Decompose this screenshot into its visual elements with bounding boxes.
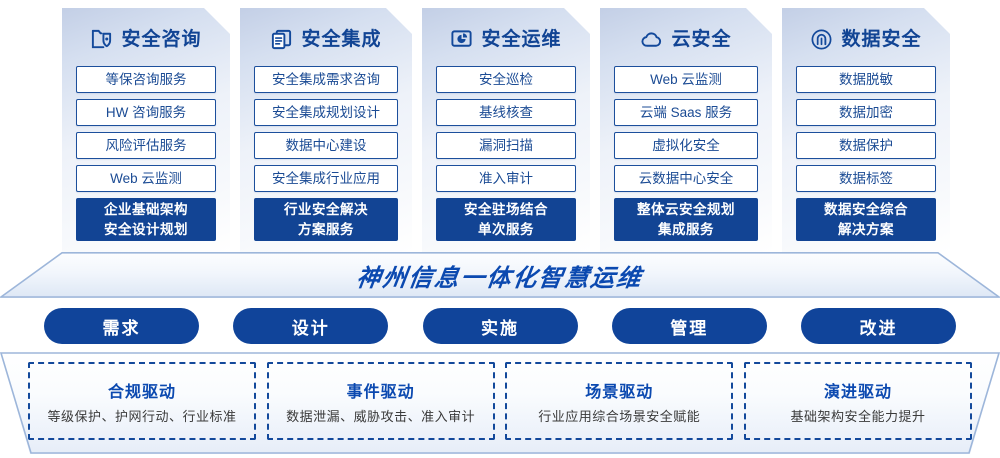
pillar-item[interactable]: 安全集成需求咨询	[254, 66, 398, 93]
pillar-columns: 安全咨询 等保咨询服务 HW 咨询服务 风险评估服务 Web 云监测 企业基础架…	[0, 0, 1000, 252]
pillar-item[interactable]: 数据标签	[796, 165, 936, 192]
summary-line: 安全设计规划	[104, 221, 188, 237]
pillar-item[interactable]: 等保咨询服务	[76, 66, 216, 93]
driver-description: 行业应用综合场景安全赋能	[538, 408, 701, 424]
lifecycle-pill-management[interactable]: 管理	[611, 308, 767, 344]
pillar-header-4: 云安全	[614, 22, 758, 56]
pillar-item[interactable]: 安全集成规划设计	[254, 99, 398, 126]
pillar-item[interactable]: 漏洞扫描	[436, 132, 576, 159]
driver-card-evolution[interactable]: 演进驱动 基础架构安全能力提升	[743, 362, 972, 440]
pillar-item[interactable]: 数据保护	[796, 132, 936, 159]
pillar-column-2[interactable]: 安全集成 安全集成需求咨询 安全集成规划设计 数据中心建设 安全集成行业应用 行…	[240, 8, 412, 252]
pillar-item[interactable]: 数据中心建设	[254, 132, 398, 159]
pillar-column-4[interactable]: 云安全 Web 云监测 云端 Saas 服务 虚拟化安全 云数据中心安全 整体云…	[600, 8, 772, 252]
summary-line: 安全驻场结合	[464, 201, 548, 217]
pillar-header-2: 安全集成	[254, 22, 398, 56]
drivers-section: 合规驱动 等级保护、护网行动、行业标准 事件驱动 数据泄漏、威胁攻击、准入审计 …	[0, 352, 1000, 454]
pillar-header-3: 安全运维	[436, 22, 576, 56]
summary-line: 方案服务	[298, 221, 354, 237]
lifecycle-pill-improvement[interactable]: 改进	[801, 308, 956, 344]
summary-line: 单次服务	[478, 221, 534, 237]
summary-line: 整体云安全规划	[637, 201, 735, 217]
monitor-chart-icon	[450, 28, 473, 51]
pillar-item-list-2: 安全集成需求咨询 安全集成规划设计 数据中心建设 安全集成行业应用	[254, 66, 398, 192]
pillar-item[interactable]: 风险评估服务	[76, 132, 216, 159]
pillar-column-5[interactable]: 数据安全 数据脱敏 数据加密 数据保护 数据标签 数据安全综合 解决方案	[782, 8, 950, 252]
lifecycle-stage-row: 需求 设计 实施 管理 改进	[0, 308, 1000, 350]
summary-line: 数据安全综合	[824, 201, 908, 217]
pillar-item[interactable]: 云数据中心安全	[614, 165, 758, 192]
pillar-item-list-4: Web 云监测 云端 Saas 服务 虚拟化安全 云数据中心安全	[614, 66, 758, 192]
platform-banner: 神州信息一体化智慧运维	[0, 252, 1000, 298]
pillar-title-4: 云安全	[671, 28, 732, 50]
pillar-item[interactable]: HW 咨询服务	[76, 99, 216, 126]
driver-card-scenario[interactable]: 场景驱动 行业应用综合场景安全赋能	[505, 362, 734, 440]
folder-shield-icon	[90, 28, 113, 51]
summary-line: 解决方案	[838, 221, 894, 237]
pillar-summary-4[interactable]: 整体云安全规划 集成服务	[614, 198, 758, 241]
pillar-item[interactable]: 准入审计	[436, 165, 576, 192]
pillar-item-list-3: 安全巡检 基线核查 漏洞扫描 准入审计	[436, 66, 576, 192]
lifecycle-pill-implementation[interactable]: 实施	[422, 308, 578, 344]
driver-title: 合规驱动	[107, 383, 176, 401]
pillar-title-1: 安全咨询	[121, 28, 202, 50]
summary-line: 企业基础架构	[104, 201, 188, 217]
cloud-icon	[640, 28, 663, 51]
summary-line: 集成服务	[658, 221, 714, 237]
pillar-item[interactable]: Web 云监测	[614, 66, 758, 93]
pillar-item-list-5: 数据脱敏 数据加密 数据保护 数据标签	[796, 66, 936, 192]
driver-description: 基础架构安全能力提升	[790, 408, 926, 424]
pillar-item[interactable]: 云端 Saas 服务	[614, 99, 758, 126]
pillar-title-5: 数据安全	[841, 28, 922, 50]
driver-card-compliance[interactable]: 合规驱动 等级保护、护网行动、行业标准	[28, 362, 256, 440]
driver-card-incident[interactable]: 事件驱动 数据泄漏、威胁攻击、准入审计	[266, 362, 495, 440]
layered-documents-icon	[270, 28, 293, 51]
pillar-item[interactable]: Web 云监测	[76, 165, 216, 192]
driver-title: 场景驱动	[585, 383, 654, 401]
driver-cards: 合规驱动 等级保护、护网行动、行业标准 事件驱动 数据泄漏、威胁攻击、准入审计 …	[28, 362, 972, 440]
fingerprint-icon	[810, 28, 833, 51]
pillar-summary-1[interactable]: 企业基础架构 安全设计规划	[76, 198, 216, 241]
driver-description: 数据泄漏、威胁攻击、准入审计	[286, 408, 476, 424]
lifecycle-pill-requirement[interactable]: 需求	[44, 308, 199, 344]
pillar-item[interactable]: 数据加密	[796, 99, 936, 126]
driver-title: 演进驱动	[823, 383, 892, 401]
lifecycle-pill-design[interactable]: 设计	[233, 308, 389, 344]
pillar-item[interactable]: 安全集成行业应用	[254, 165, 398, 192]
pillar-item[interactable]: 基线核查	[436, 99, 576, 126]
pillar-summary-5[interactable]: 数据安全综合 解决方案	[796, 198, 936, 241]
platform-banner-title: 神州信息一体化智慧运维	[354, 264, 645, 292]
summary-line: 行业安全解决	[284, 201, 368, 217]
pillar-column-3[interactable]: 安全运维 安全巡检 基线核查 漏洞扫描 准入审计 安全驻场结合 单次服务	[422, 8, 590, 252]
pillar-item[interactable]: 数据脱敏	[796, 66, 936, 93]
pillar-title-3: 安全运维	[481, 28, 562, 50]
pillar-header-5: 数据安全	[796, 22, 936, 56]
driver-description: 等级保护、护网行动、行业标准	[47, 408, 237, 424]
pillar-item-list-1: 等保咨询服务 HW 咨询服务 风险评估服务 Web 云监测	[76, 66, 216, 192]
pillar-summary-3[interactable]: 安全驻场结合 单次服务	[436, 198, 576, 241]
pillar-title-2: 安全集成	[301, 28, 382, 50]
pillar-column-1[interactable]: 安全咨询 等保咨询服务 HW 咨询服务 风险评估服务 Web 云监测 企业基础架…	[62, 8, 230, 252]
driver-title: 事件驱动	[346, 383, 415, 401]
pillar-item[interactable]: 安全巡检	[436, 66, 576, 93]
pillar-header-1: 安全咨询	[76, 22, 216, 56]
pillar-item[interactable]: 虚拟化安全	[614, 132, 758, 159]
pillar-summary-2[interactable]: 行业安全解决 方案服务	[254, 198, 398, 241]
